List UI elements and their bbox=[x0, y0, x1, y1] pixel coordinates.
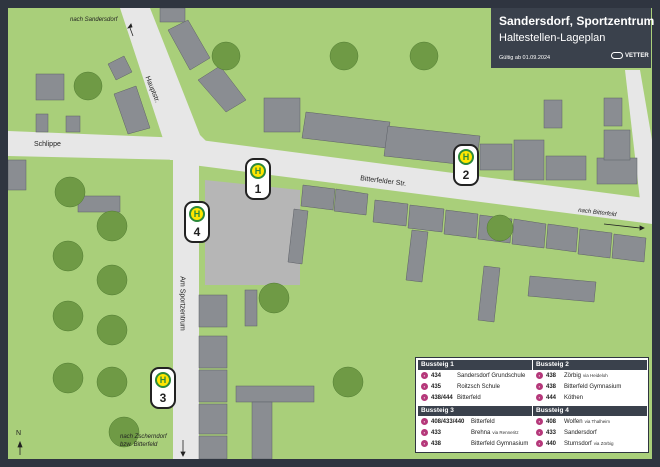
line-number: 433 bbox=[546, 429, 557, 436]
bus-icon: ▪ bbox=[421, 440, 428, 447]
line-number: 433 bbox=[431, 429, 442, 436]
stop-number: 4 bbox=[193, 225, 201, 239]
logo-text: VETTER bbox=[625, 53, 649, 60]
destination: Bitterfeld bbox=[471, 418, 495, 425]
bus-stop-3[interactable]: H 3 bbox=[150, 367, 176, 409]
direction-label-sandersdorf: nach Sandersdorf bbox=[70, 17, 118, 23]
destination: Bitterfeld bbox=[457, 394, 481, 401]
schlippe-road bbox=[8, 131, 185, 160]
bus-stop-h-icon: H bbox=[250, 163, 266, 179]
destination: Sandersdorf Grundschule bbox=[457, 372, 526, 379]
destination: Sturnsdorf bbox=[564, 440, 592, 447]
line-number: 434 bbox=[431, 372, 442, 379]
via-note: via Thalheim bbox=[584, 419, 611, 424]
logo-icon bbox=[611, 52, 623, 59]
buildings bbox=[7, 7, 647, 460]
legend-row: ▪433 Sandersdorf bbox=[533, 427, 647, 438]
bus-stop-1[interactable]: H 1 bbox=[245, 158, 271, 200]
stop-number: 2 bbox=[462, 168, 470, 182]
north-label: N bbox=[16, 430, 22, 437]
destination: Köthen bbox=[564, 394, 584, 401]
bitterfelder-road bbox=[185, 138, 660, 225]
title-panel: Sandersdorf, Sportzentrum Haltestellen-L… bbox=[491, 8, 655, 68]
trees bbox=[52, 41, 514, 448]
bus-icon: ▪ bbox=[421, 372, 428, 379]
destination: Sandersdorf bbox=[564, 429, 597, 436]
bus-icon: ▪ bbox=[536, 383, 543, 390]
destination: Roitzsch Schule bbox=[457, 383, 501, 390]
legend-row: ▪438/444 Bitterfeld bbox=[418, 392, 532, 403]
direction-arrows bbox=[17, 23, 645, 457]
legend-header: Bussteig 4 bbox=[533, 406, 647, 416]
hauptstr-road bbox=[120, 8, 225, 160]
bus-icon: ▪ bbox=[536, 429, 543, 436]
via-note: via Heideloh bbox=[583, 373, 608, 378]
legend-header: Bussteig 1 bbox=[418, 360, 532, 370]
destination: Zörbig bbox=[564, 372, 582, 379]
legend-header: Bussteig 3 bbox=[418, 406, 532, 416]
line-number: 440 bbox=[546, 440, 557, 447]
stop-number: 3 bbox=[159, 391, 167, 405]
legend-row: ▪408/433/440 Bitterfeld bbox=[418, 416, 532, 427]
bus-stop-h-icon: H bbox=[189, 206, 205, 222]
line-number: 438 bbox=[431, 440, 442, 447]
bus-icon: ▪ bbox=[536, 440, 543, 447]
via-note: via Zörbig bbox=[593, 441, 614, 446]
line-number: 435 bbox=[431, 383, 442, 390]
bus-stop-h-icon: H bbox=[458, 149, 474, 165]
bus-icon: ▪ bbox=[421, 418, 428, 425]
page-subtitle: Haltestellen-Lageplan bbox=[499, 32, 606, 44]
line-number: 438 bbox=[546, 383, 557, 390]
legend-row: ▪438 Bitterfeld Gymnasium bbox=[533, 381, 647, 392]
destination: Wolfen bbox=[564, 418, 583, 425]
line-number: 444 bbox=[546, 394, 557, 401]
legend-row: ▪435 Roitzsch Schule bbox=[418, 381, 532, 392]
street-label-am-sportzentrum: Am Sportzentrum bbox=[178, 276, 186, 331]
direction-label-zscherndorf: nach Zscherndorf bbox=[120, 434, 167, 440]
legend-row: ▪434 Sandersdorf Grundschule bbox=[418, 370, 532, 381]
legend-row: ▪444 Köthen bbox=[533, 392, 647, 403]
parking-area bbox=[205, 180, 300, 285]
legend-header: Bussteig 2 bbox=[533, 360, 647, 370]
destination: Brehna bbox=[471, 429, 491, 436]
stop-number: 1 bbox=[254, 182, 262, 196]
bus-icon: ▪ bbox=[536, 394, 543, 401]
bus-icon: ▪ bbox=[536, 418, 543, 425]
line-number: 438/444 bbox=[431, 394, 453, 401]
line-number: 408 bbox=[546, 418, 557, 425]
bus-icon: ▪ bbox=[421, 394, 428, 401]
legend-row: ▪438 Bitterfeld Gymnasium bbox=[418, 438, 532, 449]
valid-from-note: Gültig ab 01.09.2024 bbox=[499, 55, 551, 61]
bus-icon: ▪ bbox=[421, 429, 428, 436]
bus-stop-4[interactable]: H 4 bbox=[184, 201, 210, 243]
right-road bbox=[625, 70, 652, 200]
bus-icon: ▪ bbox=[536, 372, 543, 379]
destination: Bitterfeld Gymnasium bbox=[564, 383, 622, 390]
bus-stop-2[interactable]: H 2 bbox=[453, 144, 479, 186]
destination: Bitterfeld Gymnasium bbox=[471, 440, 529, 447]
operator-logo: VETTER bbox=[611, 52, 649, 59]
page-title: Sandersdorf, Sportzentrum bbox=[499, 14, 655, 28]
direction-label-zscherndorf-bitterfeld: bzw. Bitterfeld bbox=[120, 442, 158, 448]
street-label-schlippe: Schlippe bbox=[34, 141, 61, 148]
line-number: 408/433/440 bbox=[431, 418, 465, 425]
bus-icon: ▪ bbox=[421, 383, 428, 390]
via-note: via Renneritz bbox=[492, 430, 519, 435]
line-number: 438 bbox=[546, 372, 557, 379]
bus-stop-h-icon: H bbox=[155, 372, 171, 388]
